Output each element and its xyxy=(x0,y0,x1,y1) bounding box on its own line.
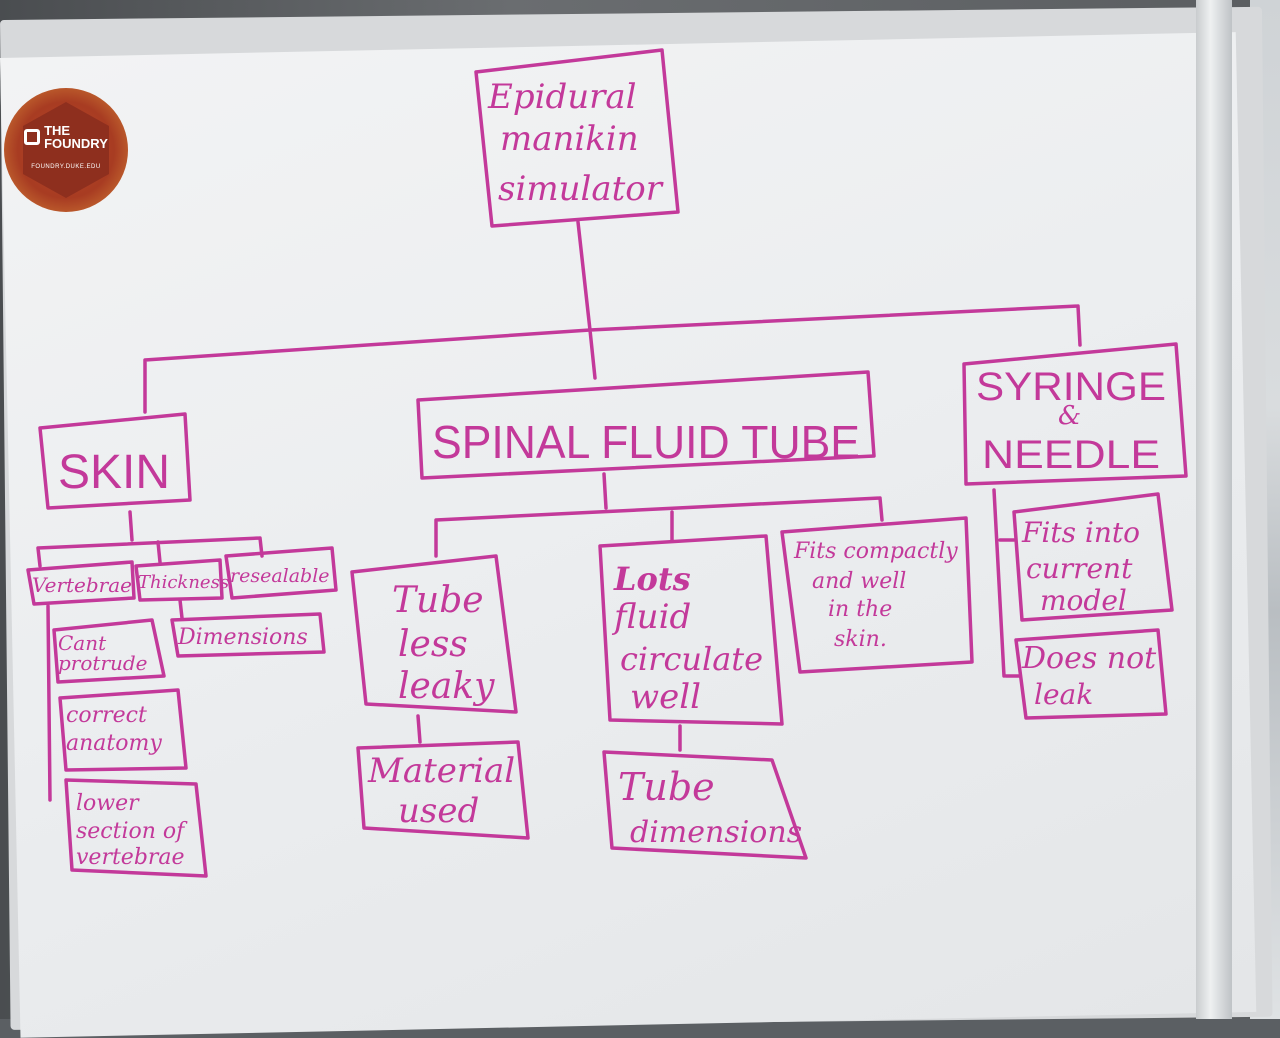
does-not-leak-box xyxy=(1014,628,1168,720)
skin-box xyxy=(38,412,192,510)
root-text-line2: manikin xyxy=(500,119,639,159)
correct-anatomy-line1: correct xyxy=(66,703,147,728)
root-text-line3: simulator xyxy=(498,169,664,209)
material-used-box xyxy=(356,740,530,840)
tube-dimensions-line2: dimensions xyxy=(630,815,802,850)
lots-fluid-line4: well xyxy=(630,677,701,717)
tube-less-leaky-box xyxy=(350,554,518,714)
sticker-url: FOUNDRY.DUKE.EDU xyxy=(31,164,101,170)
tube-less-leaky-line1: Tube xyxy=(392,580,484,621)
fits-compactly-line1: Fits compactly xyxy=(793,539,958,564)
lower-section-line1: lower xyxy=(76,791,140,816)
tube-dimensions-box xyxy=(602,750,808,860)
vertebrae-box xyxy=(26,560,136,606)
fits-into-line1: Fits into xyxy=(1021,516,1140,549)
diagram-lines xyxy=(26,48,1188,878)
tube-less-leaky-line3: leaky xyxy=(398,666,495,707)
spinal-box xyxy=(416,370,876,480)
thickness-label: Thickness xyxy=(138,572,229,593)
correct-anatomy-line2: anatomy xyxy=(66,731,162,756)
lower-section-box xyxy=(64,778,208,878)
root-connector xyxy=(576,220,592,332)
foundry-sticker: THE FOUNDRY FOUNDRY.DUKE.EDU xyxy=(4,88,128,212)
syringe-box xyxy=(962,342,1188,486)
tube-dimensions-line1: Tube xyxy=(618,765,715,809)
skin-title: SKIN xyxy=(58,446,170,499)
lots-fluid-line2: fluid xyxy=(611,597,691,637)
sticker-logo-line2: FOUNDRY xyxy=(44,136,108,151)
lower-section-line3: vertebrae xyxy=(76,845,185,870)
vertebrae-label: Vertebrae xyxy=(32,573,132,597)
dimensions-label: Dimensions xyxy=(177,625,308,650)
skin-branches xyxy=(36,510,264,568)
fits-compactly-line2: and well xyxy=(812,569,906,594)
resealable-box xyxy=(224,546,338,600)
fits-into-line2: current xyxy=(1026,552,1133,585)
syringe-connector xyxy=(992,488,1022,678)
material-used-line1: Material xyxy=(367,751,515,791)
tube-less-leaky-line2: less xyxy=(398,624,468,665)
thickness-connector xyxy=(178,598,184,620)
correct-anatomy-box xyxy=(58,688,188,772)
does-not-leak-line1: Does not xyxy=(1021,641,1157,676)
spinal-branches xyxy=(434,472,884,558)
level1-connector xyxy=(143,304,1082,414)
fits-compactly-line4: skin. xyxy=(834,627,887,652)
does-not-leak-line2: leak xyxy=(1034,678,1093,711)
root-box xyxy=(474,48,680,228)
cant-protrude-line2: protrude xyxy=(58,651,148,675)
lower-section-line2: section of xyxy=(76,819,188,844)
resealable-label: resealable xyxy=(230,565,330,587)
thickness-box xyxy=(134,558,224,602)
syringe-ampersand: & xyxy=(1058,401,1081,431)
dimensions-box xyxy=(170,612,326,658)
lots-fluid-line3: circulate xyxy=(620,640,763,678)
sticker-logo-line1: THE xyxy=(44,123,71,138)
syringe-title-line1: SYRINGE xyxy=(976,365,1166,409)
fits-compactly-line3: in the xyxy=(828,597,892,622)
tube-connector xyxy=(416,714,422,744)
syringe-title-line2: NEEDLE xyxy=(982,433,1160,477)
material-used-line2: used xyxy=(398,791,479,831)
root-text-line1: Epidural xyxy=(487,77,637,117)
vertebrae-connector xyxy=(46,604,52,802)
cant-protrude-line1: Cant xyxy=(58,631,107,655)
fits-into-box xyxy=(1012,492,1174,622)
spinal-title: SPINAL FLUID TUBE xyxy=(432,416,860,468)
whiteboard-frame-edge xyxy=(1196,0,1232,1019)
fits-into-line3: model xyxy=(1040,584,1127,617)
fits-compactly-box xyxy=(780,516,974,674)
lots-fluid-box xyxy=(598,534,784,726)
lots-fluid-line1: Lots xyxy=(613,560,691,598)
cant-protrude-box xyxy=(52,618,166,684)
foundry-logo-icon xyxy=(24,129,41,145)
